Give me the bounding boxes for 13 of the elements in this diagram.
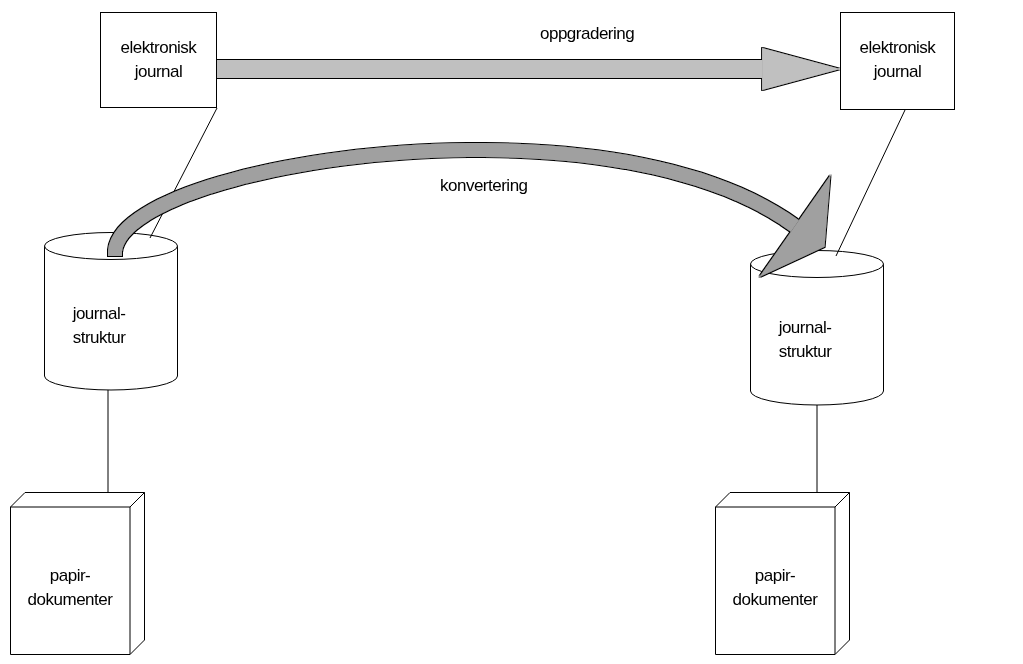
- edge-label: konvertering: [438, 176, 530, 196]
- connector-line: [835, 109, 906, 257]
- block-arrow: [217, 48, 840, 90]
- edge-label: oppgradering: [538, 24, 637, 44]
- block-arrow: [108, 142, 831, 277]
- node-label: papir- dokumenter: [731, 565, 819, 611]
- node-label: papir- dokumenter: [26, 565, 114, 611]
- node-label: journal- struktur: [777, 317, 833, 363]
- node-label: journal- struktur: [71, 303, 127, 349]
- node-label: elektronisk journal: [119, 37, 198, 83]
- connector-line: [816, 404, 818, 493]
- connector-line: [107, 389, 109, 493]
- node-label: elektronisk journal: [858, 37, 937, 83]
